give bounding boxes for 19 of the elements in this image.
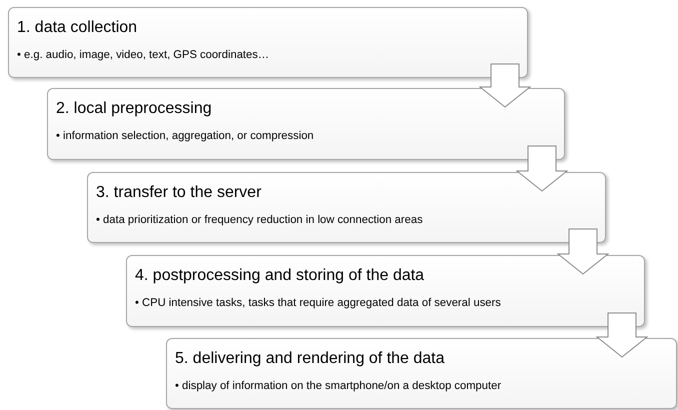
down-arrow — [516, 146, 568, 192]
step-title: 3. transfer to the server — [96, 184, 262, 202]
bullet-text: • data prioritization or frequency reduction in low connection areas — [96, 214, 423, 226]
step-box — [87, 172, 606, 243]
down-arrow — [556, 228, 610, 275]
step-title: 5. delivering and rendering of the data — [175, 350, 445, 368]
step-title: 2. local preprocessing — [56, 100, 212, 118]
bullet-text: • display of information on the smartphone/on a desktop computer — [175, 380, 502, 392]
down-arrow — [478, 64, 532, 108]
step-box — [166, 338, 677, 409]
bullet-text: • e.g. audio, image, video, text, GPS coordinates… — [17, 49, 270, 61]
step-title: 1. data collection — [17, 19, 138, 37]
step-box — [8, 7, 528, 78]
bullet-text: • CPU intensive tasks, tasks that require aggregated data of several users — [135, 297, 501, 309]
bullet-text: • information selection, aggregation, or compression — [56, 130, 314, 142]
step-box — [47, 88, 565, 160]
step-title: 4. postprocessing and storing of the data — [135, 267, 424, 285]
step-box — [126, 255, 645, 327]
down-arrow — [596, 312, 648, 358]
